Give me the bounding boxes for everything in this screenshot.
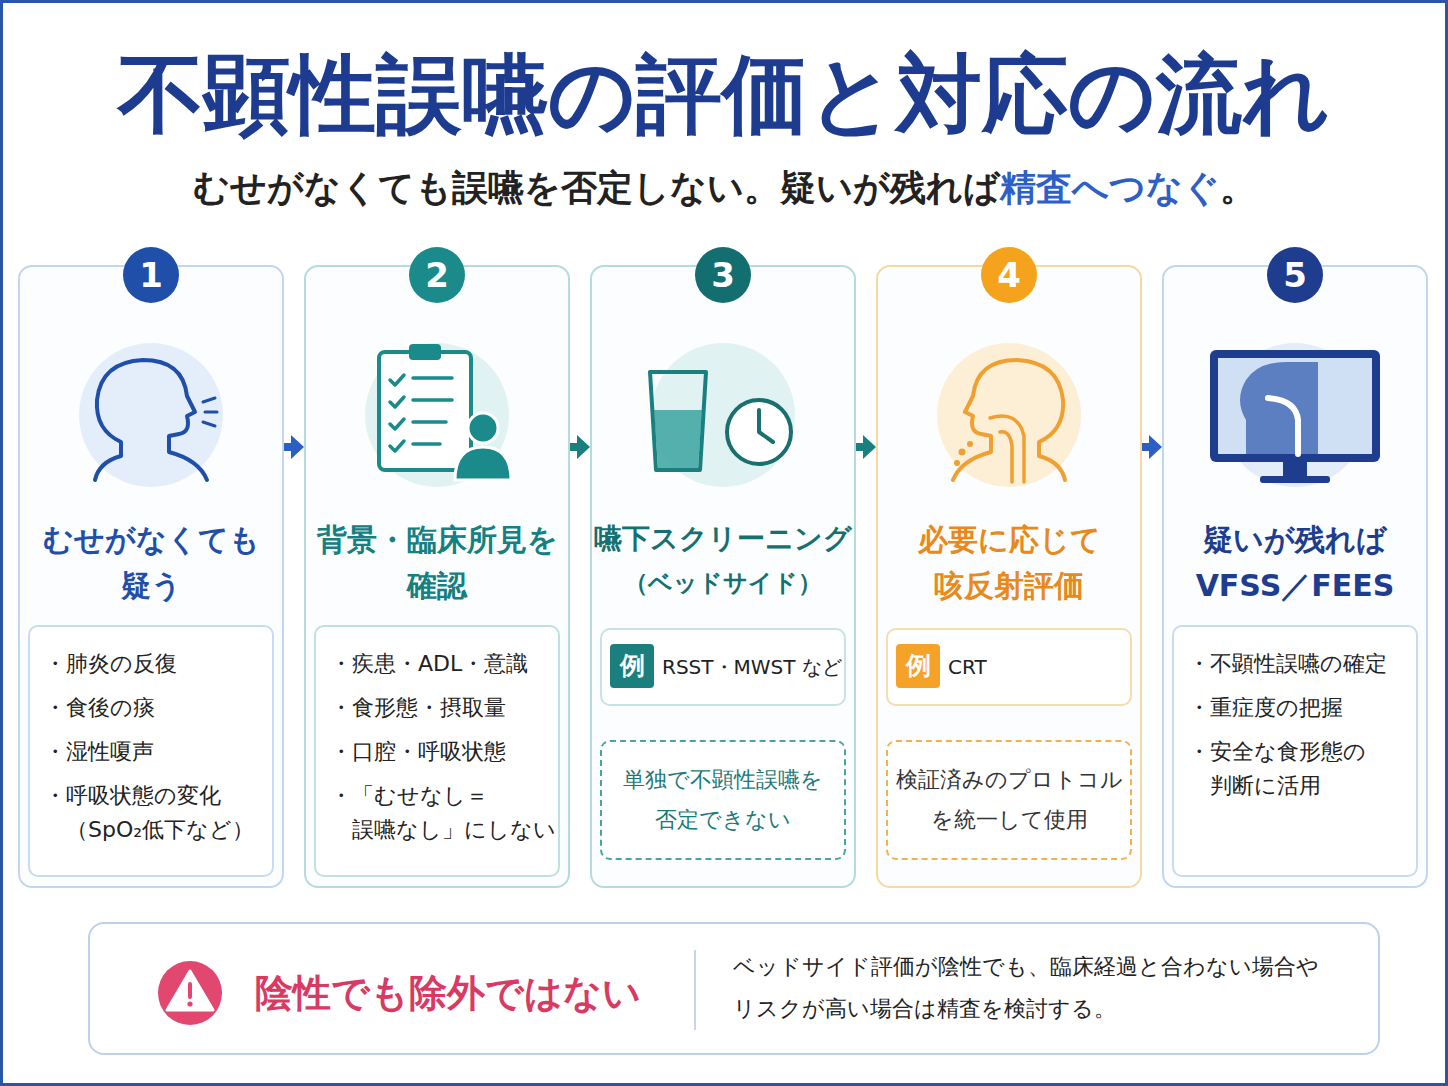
- flow-arrow: [1142, 435, 1162, 459]
- note-box: 単独で不顕性誤嚥を 否定できない: [600, 740, 846, 860]
- arrow-shaft: [284, 443, 292, 451]
- note-box: 検証済みのプロトコル を統一して使用: [886, 740, 1132, 860]
- step-number-circle: 5: [1267, 247, 1323, 303]
- list-item: ・重症度の把握: [1188, 691, 1414, 725]
- title-text: 不顕性誤嚥の評価と対応の流れ: [0, 44, 1448, 144]
- bullet-box: ・肺炎の反復・食後の痰・湿性嗄声・呼吸状態の変化 （SpO₂低下など）: [28, 625, 274, 877]
- step-number: 1: [123, 247, 179, 303]
- step-number-circle: 3: [695, 247, 751, 303]
- note-text: 検証済みのプロトコル を統一して使用: [896, 760, 1123, 840]
- example-tag: 例: [896, 644, 940, 688]
- warning-box: 陰性でも除外ではない ベッドサイド評価が陰性でも、臨床経過と合わない場合や リスク…: [88, 922, 1380, 1055]
- step-heading: 背景・臨床所見を 確認: [306, 517, 568, 609]
- step-number: 4: [981, 247, 1037, 303]
- list-item: ・食形態・摂取量: [330, 691, 556, 725]
- note-text: 単独で不顕性誤嚥を 否定できない: [610, 760, 836, 840]
- step-panel: むせがなくても 疑う1・肺炎の反復・食後の痰・湿性嗄声・呼吸状態の変化 （SpO…: [18, 265, 284, 888]
- arrow-head: [1149, 435, 1162, 459]
- list-item: ・疾患・ADL・意識: [330, 647, 556, 681]
- example-tag: 例: [610, 644, 654, 688]
- arrow-head: [291, 435, 304, 459]
- step-number: 2: [409, 247, 465, 303]
- arrow-shaft: [570, 443, 578, 451]
- subtitle-line: むせがなくても誤嚥を否定しない。疑いが残れば精査へつなぐ。: [0, 165, 1448, 211]
- step-heading: 疑いが残れば VFSS／FEES: [1164, 517, 1426, 609]
- step-heading: 必要に応じて 咳反射評価: [878, 517, 1140, 609]
- subtitle-text: 。: [1220, 167, 1256, 208]
- flow-arrow: [570, 435, 590, 459]
- example-text: RSST・MWST など: [662, 630, 842, 704]
- bullet-box: ・不顕性誤嚥の確定・重症度の把握・安全な食形態の 判断に活用: [1172, 625, 1418, 877]
- flow-arrow: [856, 435, 876, 459]
- list-item: ・「むせなし＝ 誤嚥なし」にしない: [330, 779, 556, 847]
- step-number-circle: 1: [123, 247, 179, 303]
- list-item: ・肺炎の反復: [44, 647, 270, 681]
- step-panel: 疑いが残れば VFSS／FEES5・不顕性誤嚥の確定・重症度の把握・安全な食形態…: [1162, 265, 1428, 888]
- step-heading: むせがなくても 疑う: [20, 517, 282, 609]
- warning-text: ベッドサイド評価が陰性でも、臨床経過と合わない場合や リスクが高い場合は精査を検…: [733, 946, 1353, 1030]
- warning-heading: 陰性でも除外ではない: [255, 966, 641, 1020]
- flow-arrow: [284, 435, 304, 459]
- step-panel: 背景・臨床所見を 確認2・疾患・ADL・意識・食形態・摂取量・口腔・呼吸状態・「…: [304, 265, 570, 888]
- arrow-head: [577, 435, 590, 459]
- list-item: ・湿性嗄声: [44, 735, 270, 769]
- list-item: ・食後の痰: [44, 691, 270, 725]
- list-item: ・不顕性誤嚥の確定: [1188, 647, 1414, 681]
- bullet-box: ・疾患・ADL・意識・食形態・摂取量・口腔・呼吸状態・「むせなし＝ 誤嚥なし」に…: [314, 625, 560, 877]
- subtitle-text: 精査へつなぐ: [1000, 167, 1220, 208]
- list-item: ・呼吸状態の変化 （SpO₂低下など）: [44, 779, 270, 847]
- example-box: 例CRT: [886, 628, 1132, 706]
- arrow-head: [863, 435, 876, 459]
- step-panel: 嚥下スクリーニング（ベッドサイド）3例RSST・MWST など単独で不顕性誤嚥を…: [590, 265, 856, 888]
- list-item: ・口腔・呼吸状態: [330, 735, 556, 769]
- example-text: CRT: [948, 630, 987, 704]
- example-box: 例RSST・MWST など: [600, 628, 846, 706]
- step-number: 5: [1267, 247, 1323, 303]
- step-panel: 必要に応じて 咳反射評価4例CRT検証済みのプロトコル を統一して使用: [876, 265, 1142, 888]
- step-number-circle: 4: [981, 247, 1037, 303]
- arrow-shaft: [856, 443, 864, 451]
- step-heading: （ベッドサイド）: [592, 563, 854, 603]
- step-number: 3: [695, 247, 751, 303]
- arrow-shaft: [1142, 443, 1150, 451]
- step-heading: 嚥下スクリーニング: [592, 519, 854, 559]
- step-number-circle: 2: [409, 247, 465, 303]
- list-item: ・安全な食形態の 判断に活用: [1188, 735, 1414, 803]
- subtitle-text: むせがなくても誤嚥を否定しない。疑いが残れば: [193, 167, 1000, 208]
